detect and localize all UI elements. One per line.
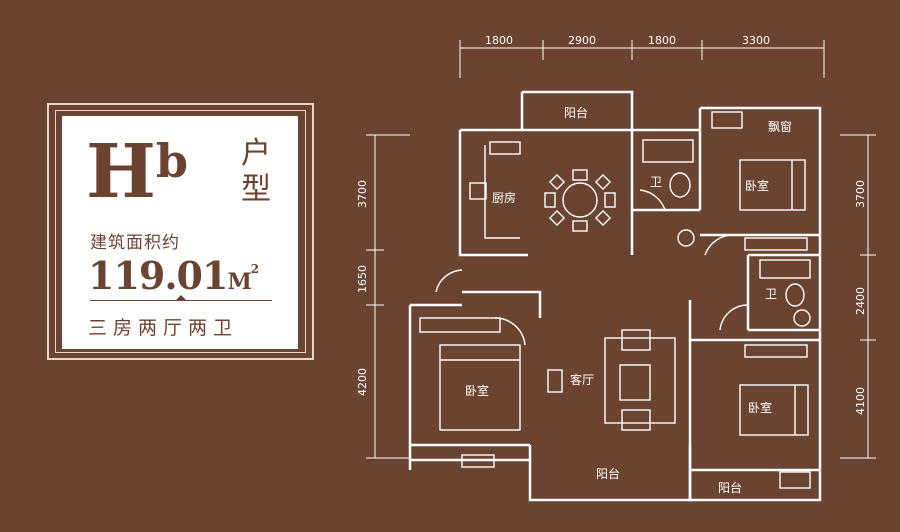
chair-icon [594, 173, 612, 191]
door-swing [435, 269, 463, 293]
room-balcony-bottom-right: 阳台 [718, 480, 742, 495]
dim-right-1: 2400 [854, 287, 867, 315]
chair-icon [604, 192, 616, 208]
bathtub-icon [642, 139, 694, 163]
chair-icon [548, 209, 566, 227]
room-bath-top: 卫 [650, 175, 662, 189]
info-card [62, 116, 298, 349]
sink-icon [677, 229, 695, 247]
dim-right-2: 4100 [854, 387, 867, 415]
area-unit-sup: 2 [250, 262, 259, 276]
unit-type-title: Hb [86, 121, 188, 215]
chair-icon [572, 169, 588, 181]
chair-icon [544, 192, 556, 208]
area-unit: M [227, 269, 251, 295]
window-icon [779, 471, 811, 489]
dim-top-0: 1800 [485, 34, 513, 47]
room-dining: 餐厅 [566, 192, 590, 207]
stove-icon [469, 182, 487, 200]
info-card-outer-frame [47, 103, 314, 360]
door-swing [704, 234, 736, 256]
bed-icon [739, 384, 809, 436]
armchair-icon [621, 409, 651, 431]
bed-icon [439, 344, 521, 431]
area-number: 119.01 [88, 253, 228, 298]
room-bedroom-bottom-right: 卧室 [748, 400, 772, 415]
toilet-icon [785, 283, 805, 307]
room-bedroom-top-right: 卧室 [745, 178, 769, 193]
room-bay-window: 飘窗 [768, 120, 792, 134]
sofa-icon [604, 337, 676, 424]
door-swing [639, 189, 666, 211]
toilet-icon [669, 172, 691, 198]
armchair-icon [621, 329, 651, 351]
dim-right-0: 3700 [854, 180, 867, 208]
dim-top-1: 2900 [568, 34, 596, 47]
bathtub-icon [759, 259, 811, 279]
wall-balcony-bottom-right [688, 470, 822, 502]
info-card-inner-frame [55, 110, 306, 353]
wall-entry [462, 290, 542, 318]
unit-type-suffix-1: 户 [241, 136, 271, 171]
bed-icon [739, 159, 806, 211]
area-label: 建筑面积约 [90, 233, 180, 253]
chair-icon [594, 209, 612, 227]
window-icon [711, 111, 743, 129]
tv-cabinet-icon [547, 369, 563, 393]
coffee-table-icon [619, 364, 651, 401]
kitchen-counter [484, 145, 520, 239]
dim-left-0: 3700 [356, 180, 369, 208]
unit-type-letter: H [86, 129, 156, 215]
dim-top-3: 3300 [742, 34, 770, 47]
area-value: 119.01M2 [88, 246, 259, 305]
dim-left-1: 1650 [356, 265, 369, 293]
layout-description: 三房两厅两卫 [88, 317, 239, 339]
wardrobe-icon [744, 344, 808, 358]
window-icon [461, 454, 495, 468]
kitchen-sink-icon [489, 141, 521, 155]
unit-type-sub: b [155, 134, 188, 188]
room-living: 客厅 [570, 372, 594, 387]
door-swing [719, 304, 749, 331]
door-swing [494, 317, 526, 346]
chair-icon [548, 173, 566, 191]
sink-icon [793, 309, 811, 327]
room-bath-mid: 卫 [765, 287, 777, 301]
wardrobe-icon [744, 237, 808, 251]
room-balcony-top: 阳台 [564, 105, 588, 120]
divider-triangle-icon [175, 295, 187, 301]
wall-right-outer [700, 106, 822, 470]
room-balcony-bottom: 阳台 [596, 466, 620, 481]
dim-left-2: 4200 [356, 368, 369, 396]
wall-balcony-top [522, 90, 634, 130]
room-bedroom-left: 卧室 [465, 383, 489, 398]
unit-type-suffix-2: 型 [241, 172, 271, 207]
room-kitchen: 厨房 [492, 190, 516, 205]
unit-type-suffix: 户 型 [236, 136, 276, 208]
dim-top-2: 1800 [648, 34, 676, 47]
wall-kitchen [458, 130, 528, 257]
wardrobe-icon [419, 317, 501, 333]
chair-icon [572, 220, 588, 232]
dining-table-icon [562, 182, 598, 218]
